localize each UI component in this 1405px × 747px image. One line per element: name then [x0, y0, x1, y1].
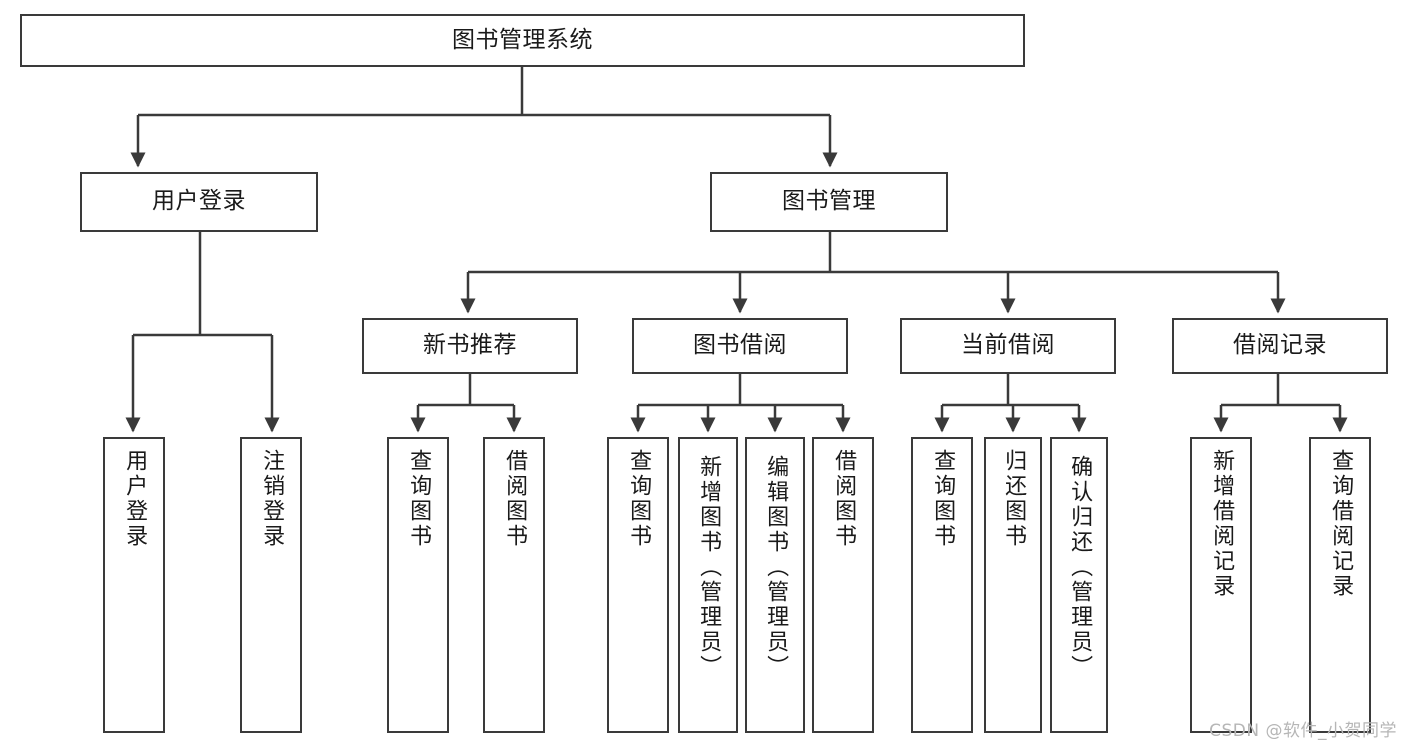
node-book-borrow[interactable]: 图书借阅: [632, 318, 848, 374]
node-user-login[interactable]: 用户登录: [80, 172, 318, 232]
leaf-add-borrow-record[interactable]: 新增借阅记录: [1190, 437, 1252, 733]
leaf-edit-book-admin-label: 编辑图书（管理员）: [763, 455, 789, 680]
leaf-query-borrow-record-label: 查询借阅记录: [1328, 449, 1354, 599]
leaf-add-book-admin-label: 新增图书（管理员）: [696, 455, 722, 680]
leaf-confirm-return-admin[interactable]: 确认归还（管理员）: [1050, 437, 1108, 733]
leaf-add-book-admin[interactable]: 新增图书（管理员）: [678, 437, 738, 733]
leaf-query-book-current[interactable]: 查询图书: [911, 437, 973, 733]
node-book-borrow-label: 图书借阅: [693, 332, 787, 359]
leaf-logout[interactable]: 注销登录: [240, 437, 302, 733]
leaf-add-borrow-record-label: 新增借阅记录: [1209, 449, 1235, 599]
leaf-user-login-label: 用户登录: [122, 449, 148, 549]
node-book-management-label: 图书管理: [782, 188, 876, 215]
leaf-edit-book-admin[interactable]: 编辑图书（管理员）: [745, 437, 805, 733]
node-current-borrow[interactable]: 当前借阅: [900, 318, 1116, 374]
leaf-confirm-return-admin-label: 确认归还（管理员）: [1067, 455, 1093, 680]
leaf-query-book-new[interactable]: 查询图书: [387, 437, 449, 733]
node-current-borrow-label: 当前借阅: [961, 332, 1055, 359]
node-new-book-recommend-label: 新书推荐: [423, 332, 517, 359]
node-user-login-label: 用户登录: [152, 188, 246, 215]
leaf-borrow-book-new[interactable]: 借阅图书: [483, 437, 545, 733]
leaf-user-login[interactable]: 用户登录: [103, 437, 165, 733]
node-root-label: 图书管理系统: [452, 26, 593, 53]
leaf-query-book-current-label: 查询图书: [930, 449, 956, 549]
leaf-query-book-borrow[interactable]: 查询图书: [607, 437, 669, 733]
leaf-return-book-label: 归还图书: [1001, 449, 1027, 549]
leaf-logout-label: 注销登录: [259, 449, 285, 549]
leaf-query-borrow-record[interactable]: 查询借阅记录: [1309, 437, 1371, 733]
node-new-book-recommend[interactable]: 新书推荐: [362, 318, 578, 374]
leaf-query-book-new-label: 查询图书: [406, 449, 432, 549]
leaf-return-book[interactable]: 归还图书: [984, 437, 1042, 733]
node-borrow-records[interactable]: 借阅记录: [1172, 318, 1388, 374]
leaf-borrow-book-new-label: 借阅图书: [502, 449, 528, 549]
leaf-query-book-borrow-label: 查询图书: [626, 449, 652, 549]
node-root[interactable]: 图书管理系统: [20, 14, 1025, 67]
csdn-watermark: CSDN @软件_小贺同学: [1209, 721, 1397, 741]
node-book-management[interactable]: 图书管理: [710, 172, 948, 232]
node-borrow-records-label: 借阅记录: [1233, 332, 1327, 359]
leaf-borrow-book[interactable]: 借阅图书: [812, 437, 874, 733]
leaf-borrow-book-label: 借阅图书: [831, 449, 857, 549]
